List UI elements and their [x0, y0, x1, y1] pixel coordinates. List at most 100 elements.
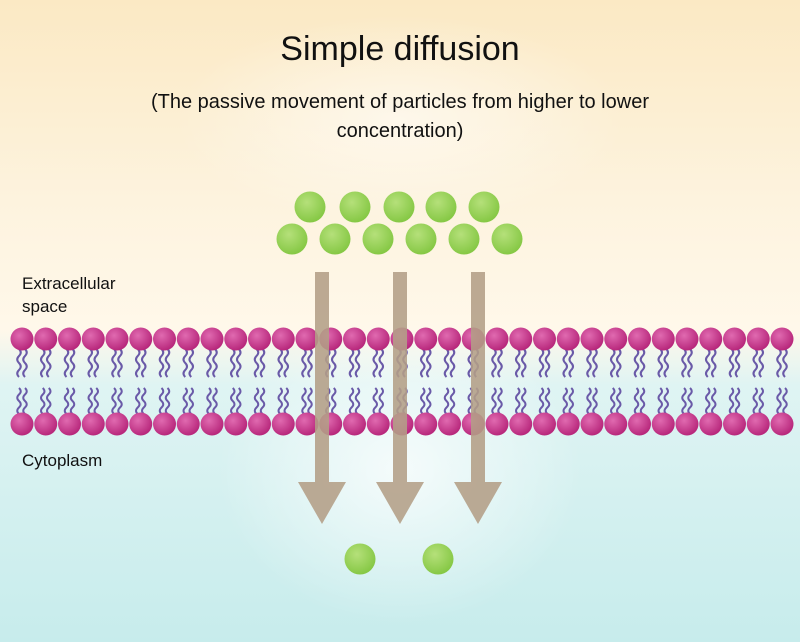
lipid-tail [663, 348, 669, 378]
phospholipid-head [604, 327, 628, 351]
lipid-tail [301, 348, 307, 378]
lipid-tail [538, 348, 545, 378]
phospholipid-head [366, 327, 390, 351]
extracellular-space-label: Extracellular space [22, 274, 116, 316]
lipid-tail [283, 348, 289, 378]
phospholipid-head [105, 327, 129, 351]
lipid-tail [206, 348, 212, 378]
lipid-tail [111, 348, 117, 378]
phospholipid-head [200, 412, 224, 436]
phospholipid-head [675, 327, 699, 351]
phospholipid-head [556, 412, 580, 436]
phospholipid-head [34, 412, 58, 436]
lipid-tail [354, 348, 361, 378]
lipid-tail [752, 348, 758, 378]
lipid-tail [663, 387, 669, 415]
phospholipid-head [295, 327, 319, 351]
lipid-tail [277, 387, 283, 415]
lipid-tail [301, 387, 307, 415]
lipid-tail [497, 348, 503, 378]
phospholipid-head [343, 327, 366, 351]
phospholipid-head [295, 412, 319, 436]
lipid-tail [633, 387, 640, 415]
phospholipid-head [556, 327, 580, 351]
phospholipid-head [651, 327, 675, 351]
phospholipid-head [81, 327, 105, 351]
lipid-tail [69, 348, 76, 378]
lipid-tail [443, 387, 450, 415]
lipid-tail [16, 348, 22, 378]
phospholipid-head [746, 327, 770, 351]
lipid-tail [46, 387, 52, 415]
lipid-tail [348, 387, 355, 415]
lipid-tail [681, 387, 687, 415]
phospholipid-head [271, 327, 295, 351]
lipid-tail [420, 387, 426, 415]
lipid-tail [212, 348, 218, 378]
phospholipid-head [248, 327, 271, 351]
lipid-tail [521, 348, 527, 378]
lipid-tail [182, 348, 188, 378]
lipid-tail [182, 387, 188, 415]
phospholipid-head [438, 412, 461, 436]
lipid-tail [378, 348, 384, 378]
phospholipid-head [699, 412, 723, 436]
phospholipid-head [129, 412, 153, 436]
lipid-tail [16, 387, 22, 415]
lipid-tail [188, 387, 194, 415]
lipid-tail [253, 348, 260, 378]
lipid-tail [616, 387, 622, 415]
phospholipid-head [176, 412, 200, 436]
lipid-tail [40, 348, 46, 378]
lipid-tail [87, 387, 93, 415]
lipid-tail [568, 387, 574, 415]
lipid-tail [681, 348, 687, 378]
lipid-tail [22, 348, 28, 378]
lipid-tail [22, 387, 28, 415]
lipid-tail [711, 387, 717, 415]
lipid-tail [259, 348, 266, 378]
phospholipid-head [675, 412, 699, 436]
lipid-tail [87, 348, 93, 378]
lipid-tail [348, 348, 355, 378]
lipid-tail [117, 348, 123, 378]
lipid-tail [610, 348, 616, 378]
lipid-tail [236, 348, 242, 378]
phospholipid-head [224, 327, 248, 351]
phospholipid-head [176, 327, 200, 351]
lipid-tail [734, 348, 741, 378]
phospholipid-head [34, 327, 58, 351]
lipid-tail [63, 387, 70, 415]
lipid-tail [378, 387, 384, 415]
lipid-tail [212, 387, 218, 415]
lipid-tail [568, 348, 574, 378]
lipid-tail [562, 348, 568, 378]
lipid-tail [586, 348, 592, 378]
phospholipid-head [628, 412, 651, 436]
diffusion-arrow [298, 272, 346, 524]
phospholipid-head [723, 412, 746, 436]
diffusion-arrow [376, 272, 424, 524]
lipid-tail [93, 387, 99, 415]
particles-layer [276, 191, 523, 575]
lipid-tail [188, 348, 194, 378]
phospholipid-head [224, 412, 248, 436]
phospholipid-head [10, 327, 34, 351]
lipid-tail [758, 348, 764, 378]
lipid-tail [111, 387, 117, 415]
particle-extracellular [425, 191, 457, 223]
phospholipid-head [271, 412, 295, 436]
lipid-tail [758, 387, 764, 415]
phospholipid-head [58, 412, 81, 436]
lipid-tail [705, 348, 711, 378]
phospholipid-head [366, 412, 390, 436]
phospholipid-head [604, 412, 628, 436]
lipid-tail [164, 348, 171, 378]
lipid-tail [230, 387, 236, 415]
lipid-tail [426, 387, 432, 415]
phospholipid-head [153, 327, 176, 351]
phospholipid-head [129, 327, 153, 351]
phospholipid-head [248, 412, 271, 436]
lipid-tail [277, 348, 283, 378]
phospholipid-head [153, 412, 176, 436]
